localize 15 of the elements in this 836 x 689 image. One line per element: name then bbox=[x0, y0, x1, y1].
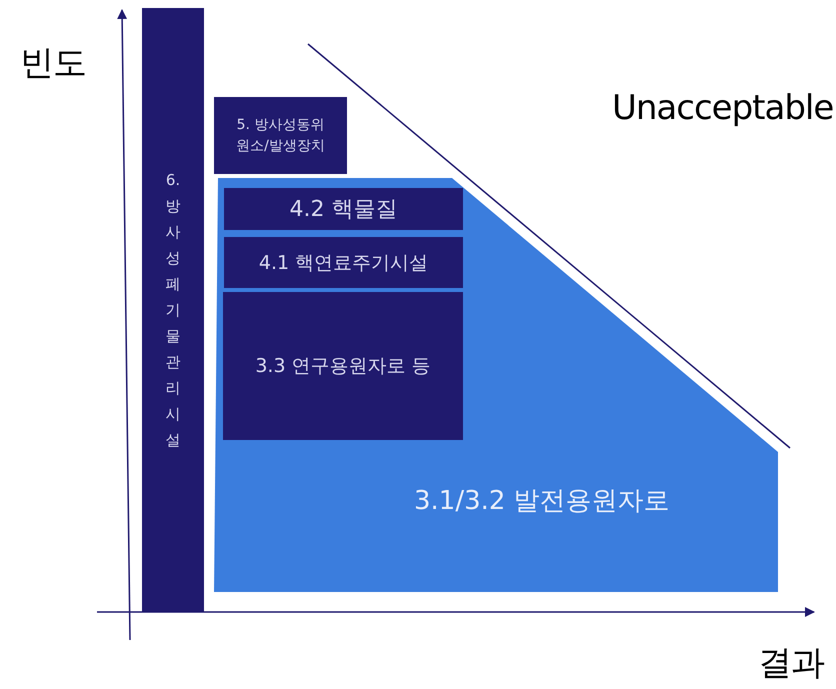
category-box bbox=[224, 188, 463, 230]
category-label: 3.3 연구용원자로 등 bbox=[255, 354, 431, 379]
category-box bbox=[224, 237, 463, 288]
risk-region bbox=[214, 178, 778, 592]
category-label: 4.1 핵연료주기시설 bbox=[258, 250, 428, 276]
category-label: 4.2 핵물질 bbox=[290, 196, 398, 224]
category-box bbox=[214, 97, 347, 174]
category-label: 6. 방사성폐기물관리시설 bbox=[165, 170, 181, 451]
axis-title: 결과 bbox=[758, 642, 824, 685]
category-label: 5. 방사성동위원소/발생장치 bbox=[235, 116, 326, 156]
zone-label: Unacceptable bbox=[612, 88, 834, 128]
region-label: 3.1/3.2 발전용원자로 bbox=[414, 485, 670, 518]
category-box bbox=[223, 292, 463, 440]
vertical-bar bbox=[142, 8, 204, 612]
axis-title: 빈도 bbox=[20, 42, 86, 85]
